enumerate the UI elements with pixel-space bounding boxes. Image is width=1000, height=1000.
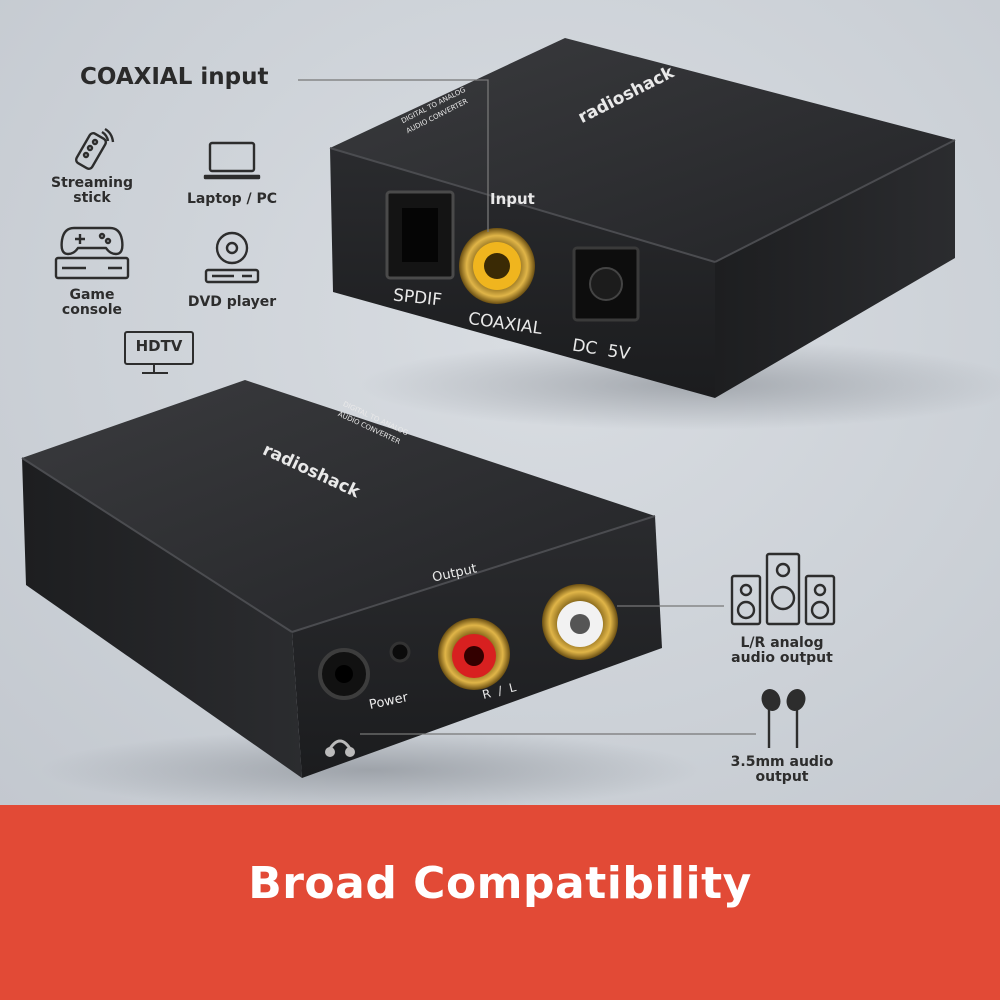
dvd-player-icon: [204, 231, 260, 284]
device-label-laptop-pc: Laptop / PC: [186, 191, 278, 207]
converter-device-back-view: [329, 38, 1000, 430]
device-label-dvd-player: DVD player: [187, 294, 277, 310]
device-label-game-console: Game console: [61, 287, 123, 318]
converter-device-front-view: [21, 380, 700, 805]
bottom-banner: [0, 805, 1000, 1000]
hdtv-icon: HDTV: [124, 331, 196, 379]
output-label-3-5mm: 3.5mm audio output: [730, 754, 834, 785]
callout-lines: [298, 79, 756, 735]
product-illustration: [21, 38, 1000, 805]
speakers-icon: [730, 552, 836, 626]
banner-title: Broad Compatibility: [248, 858, 752, 909]
laptop-icon: [203, 141, 261, 180]
remote-icon: [74, 127, 115, 170]
hdtv-badge-text: HDTV: [135, 337, 183, 355]
earphones-icon: [761, 689, 806, 748]
input-label: Input: [490, 190, 535, 208]
device-label-streaming-stick: Streaming stick: [51, 175, 133, 206]
game-console-icon: [54, 226, 130, 280]
output-label-lr-analog: L/R analog audio output: [731, 635, 833, 666]
coaxial-input-heading: COAXIAL input: [80, 64, 269, 90]
